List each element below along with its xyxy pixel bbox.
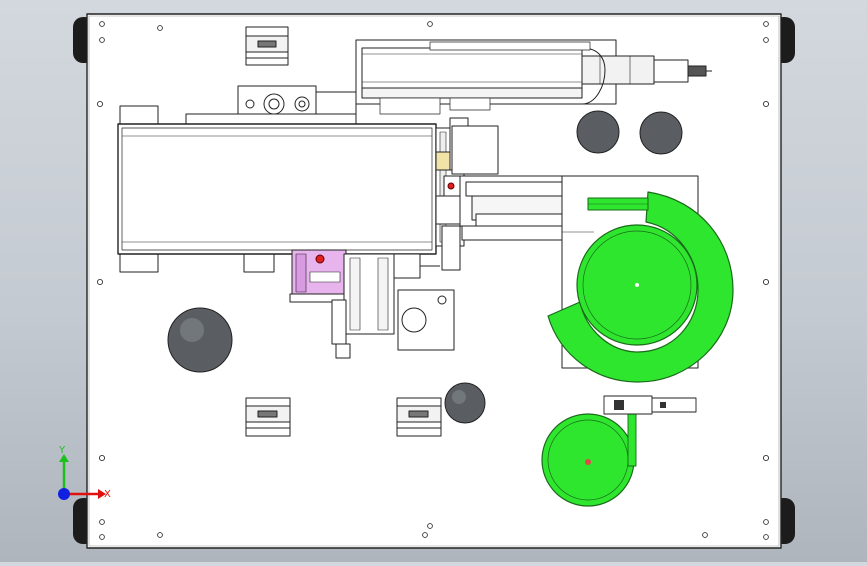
small-feeder-track xyxy=(627,411,637,467)
base-plate-inner-edge xyxy=(88,15,780,547)
feeder-bowl-small xyxy=(541,395,697,507)
vertical-slide xyxy=(331,253,455,359)
clamp-brackets xyxy=(245,26,442,437)
hole-top-2 xyxy=(639,111,683,155)
clamp-bracket-bottom-right xyxy=(396,397,442,437)
gripper-module xyxy=(289,249,349,303)
hole-highlights xyxy=(180,318,466,404)
slide-assembly xyxy=(435,117,587,271)
axis-triad: X Y xyxy=(58,445,111,500)
hole-mid xyxy=(444,382,486,424)
feeder-outer-spiral xyxy=(547,191,734,383)
red-sensor-marker xyxy=(447,182,455,190)
conveyor-module xyxy=(117,105,465,273)
hole-top-1 xyxy=(576,110,620,154)
axis-x-label: X xyxy=(104,489,111,500)
linear-actuator xyxy=(355,39,712,115)
actuator-rod-body xyxy=(581,55,655,85)
axis-y-label: Y xyxy=(58,445,66,456)
bearing-block xyxy=(185,85,357,125)
feeder-bowl-large xyxy=(547,175,734,383)
hole-large-left xyxy=(167,307,233,373)
through-holes xyxy=(167,110,683,424)
yellow-sensor xyxy=(435,151,451,171)
conveyor-housing xyxy=(117,123,437,255)
clamp-bracket-top xyxy=(245,26,289,66)
clamp-bracket-bottom-left xyxy=(245,397,291,437)
